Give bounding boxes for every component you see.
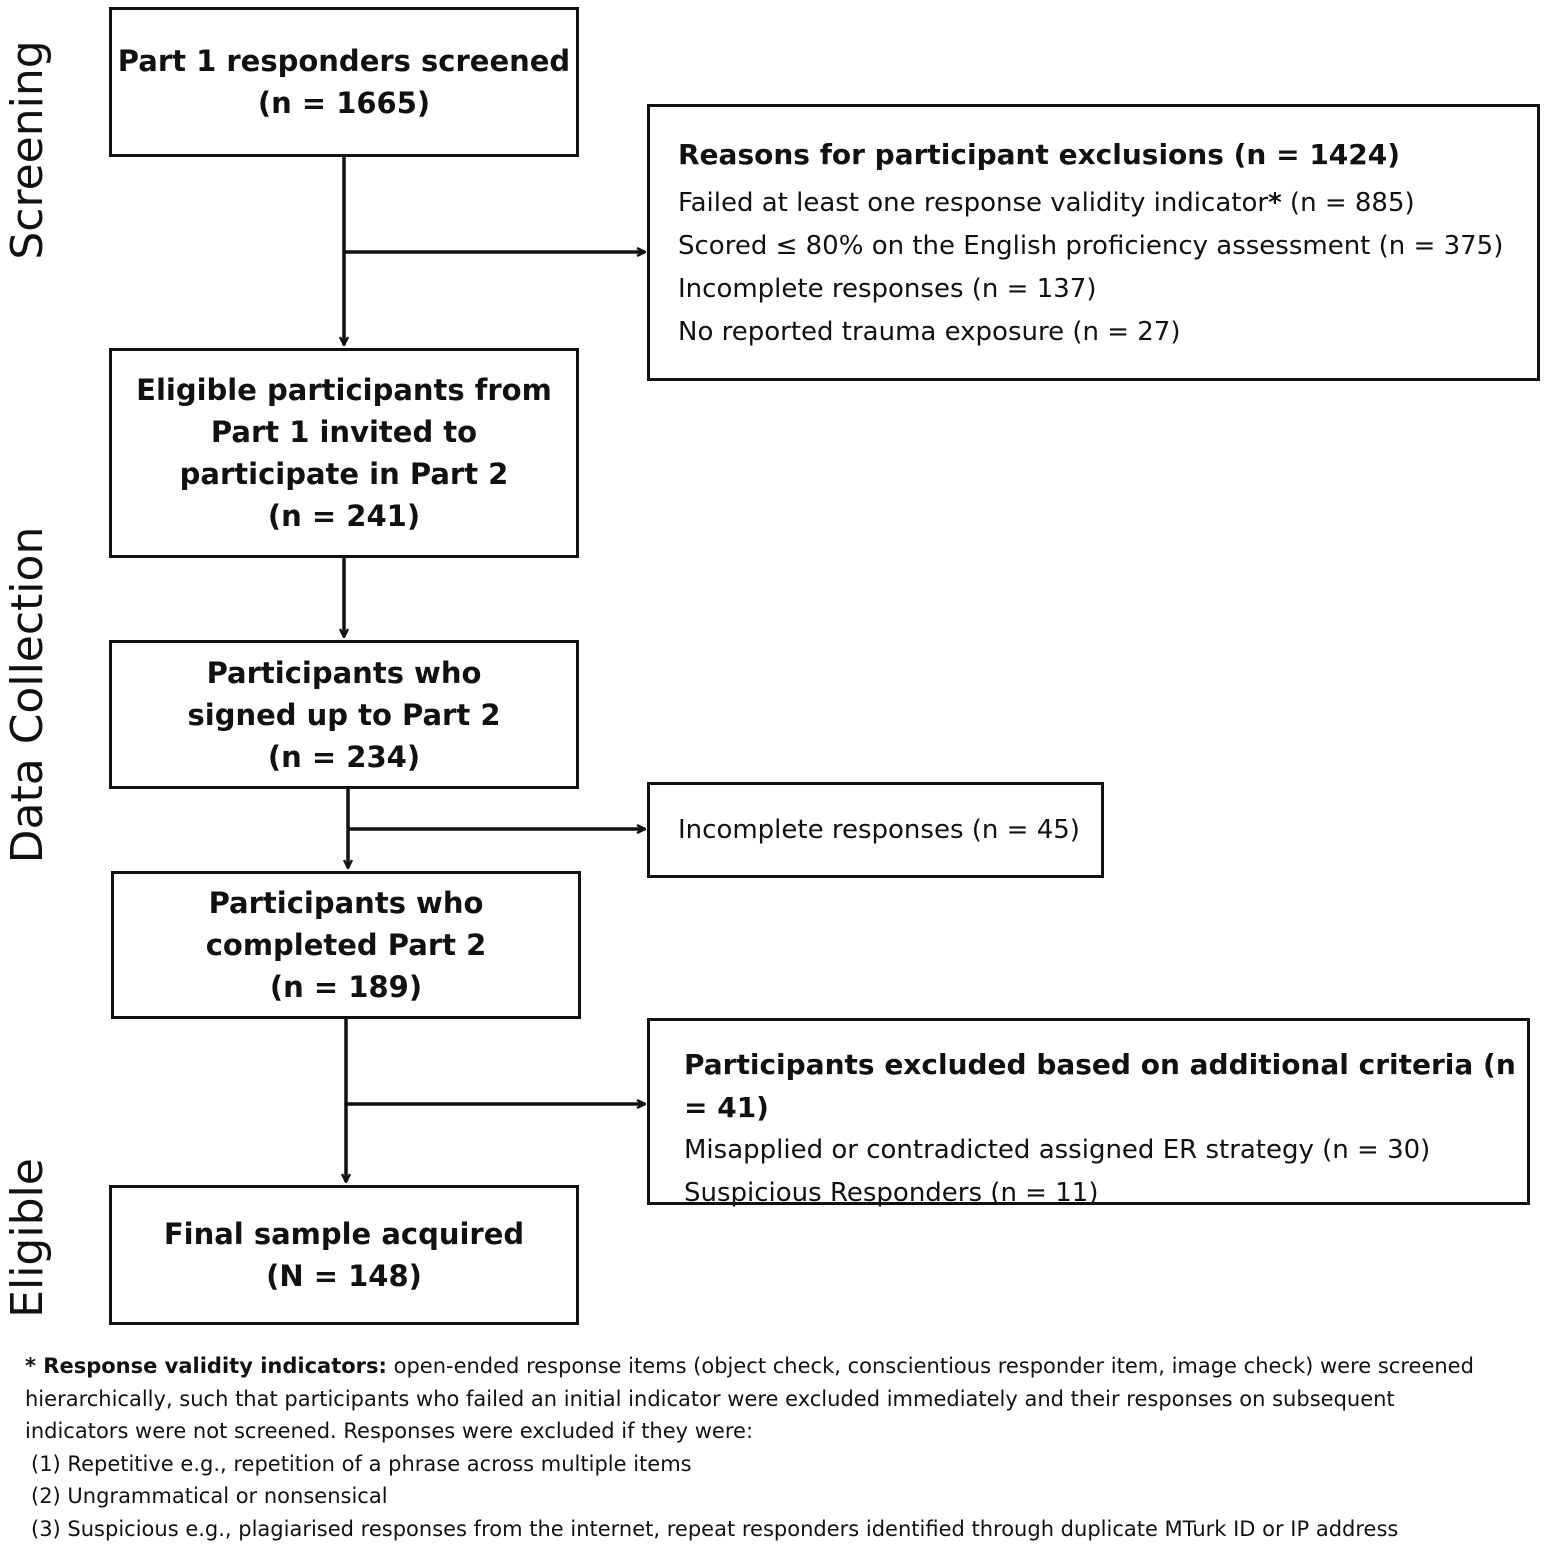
exclusion-item: Incomplete responses (n = 137) bbox=[678, 274, 1097, 304]
box-screened-line-1: Part 1 responders screened bbox=[117, 44, 571, 78]
exclusion-item: Scored ≤ 80% on the English proficiency … bbox=[678, 231, 1504, 261]
box-signed-up-line-2: signed up to Part 2 bbox=[187, 697, 501, 732]
box-signed-up: Participants who signed up to Part 2 (n … bbox=[109, 640, 579, 789]
box-invited: Eligible participants from Part 1 invite… bbox=[109, 348, 579, 558]
box-exclusions-incomplete: Incomplete responses (n = 45) bbox=[647, 782, 1104, 878]
box-final-sample-line-2: (N = 148) bbox=[266, 1259, 422, 1293]
box-exclusions-screening: Reasons for participant exclusions (n = … bbox=[647, 104, 1540, 381]
footnote-criterion: (1) Repetitive e.g., repetition of a phr… bbox=[31, 1451, 692, 1476]
box-invited-line-4: (n = 241) bbox=[267, 499, 421, 533]
exclusion-item: Misapplied or contradicted assigned ER s… bbox=[684, 1135, 1431, 1165]
exclusion-item: No reported trauma exposure (n = 27) bbox=[678, 317, 1181, 347]
footnote-criterion: (3) Suspicious e.g., plagiarised respons… bbox=[31, 1516, 1399, 1541]
box-exclusions-additional: Participants excluded based on additiona… bbox=[647, 1018, 1530, 1208]
box-completed-line-1: Participants who bbox=[208, 886, 484, 920]
footnote-criterion: (2) Ungrammatical or nonsensical bbox=[31, 1484, 388, 1509]
exclusions-incomplete-text: Incomplete responses (n = 45) bbox=[678, 814, 1080, 845]
box-invited-line-3: participate in Part 2 bbox=[179, 457, 509, 491]
footnote-label: * Response validity indicators: bbox=[25, 1354, 387, 1378]
footnote: * Response validity indicators: open-end… bbox=[25, 1350, 1525, 1546]
exclusions-screening-heading: Reasons for participant exclusions (n = … bbox=[678, 138, 1401, 171]
box-final-sample: Final sample acquired (N = 148) bbox=[109, 1185, 579, 1325]
box-completed-line-2: completed Part 2 bbox=[205, 928, 487, 962]
box-invited-line-2: Part 1 invited to bbox=[210, 415, 478, 449]
box-final-sample-line-1: Final sample acquired bbox=[163, 1217, 525, 1251]
box-screened: Part 1 responders screened (n = 1665) bbox=[109, 7, 579, 157]
footnote-line: indicators were not screened. Responses … bbox=[25, 1419, 754, 1444]
box-completed-line-3: (n = 189) bbox=[269, 970, 423, 1004]
exclusion-item: Failed at least one response validity in… bbox=[678, 188, 1415, 218]
box-signed-up-line-1: Participants who bbox=[206, 655, 482, 690]
footnote-line: hierarchically, such that participants w… bbox=[25, 1386, 1395, 1411]
box-completed: Participants who completed Part 2 (n = 1… bbox=[111, 871, 581, 1019]
box-screened-line-2: (n = 1665) bbox=[257, 86, 431, 120]
exclusion-item: Suspicious Responders (n = 11) bbox=[684, 1178, 1099, 1208]
exclusions-additional-heading: Participants excluded based on additiona… bbox=[684, 1048, 1516, 1124]
box-invited-line-1: Eligible participants from bbox=[136, 373, 552, 407]
footnote-line: * Response validity indicators: open-end… bbox=[25, 1354, 1474, 1378]
box-signed-up-line-3: (n = 234) bbox=[267, 739, 421, 774]
